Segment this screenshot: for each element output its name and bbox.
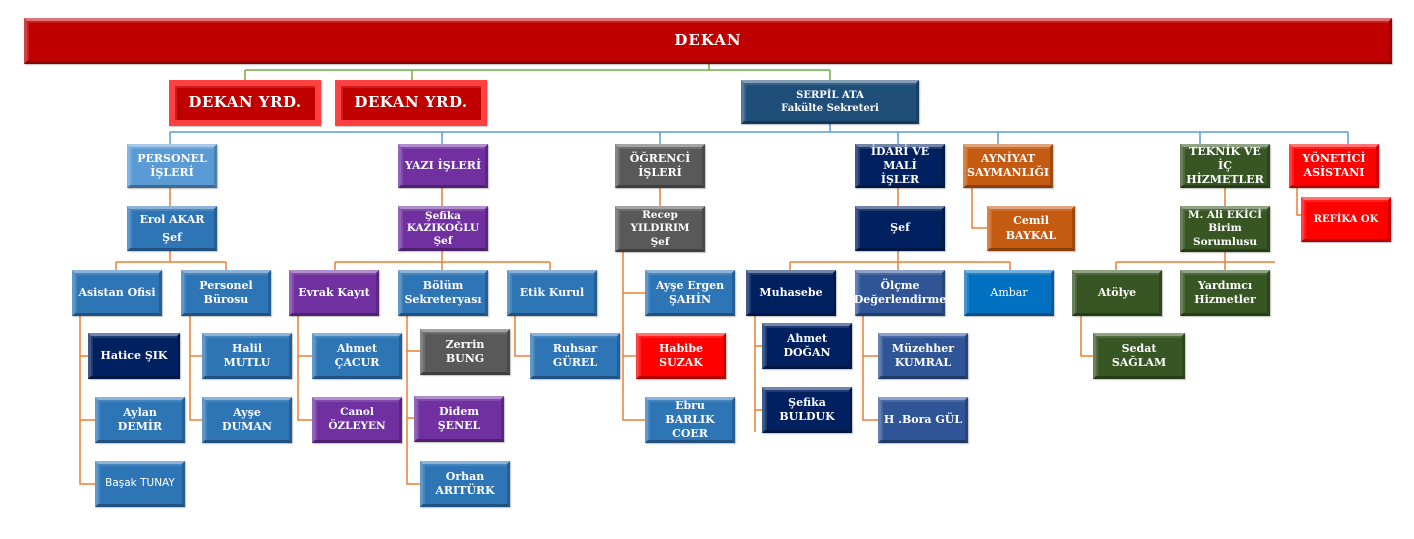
dept-personel[interactable]: PERSONEL İŞLERİ	[127, 144, 217, 188]
secretary-role: Fakülte Sekreteri	[781, 103, 879, 114]
staff-label: Habibe SUZAK	[658, 341, 704, 369]
secretary-connectors	[169, 124, 1349, 144]
staff-olcme-0[interactable]: Müzehher KUMRAL	[878, 333, 968, 379]
dept-label: YÖNETİCİ ASİSTANI	[1302, 151, 1366, 179]
staff-ogrenci-2[interactable]: Ebru BARLIK COER	[645, 397, 735, 443]
dept-label: TEKNİK VE İÇ HİZMETLER	[1186, 144, 1264, 187]
dept-label: İDARİ VE MALİ İŞLER	[870, 144, 930, 187]
dept-yazi[interactable]: YAZI İŞLERİ	[398, 144, 488, 188]
unit-label: Bölüm Sekreteryası	[404, 278, 482, 306]
unit-label: Ölçme Değerlendirme	[853, 278, 947, 306]
deputy-dean-label: DEKAN YRD.	[354, 93, 468, 112]
staff-label: Ebru BARLIK COER	[665, 398, 715, 441]
unit-muhasebe[interactable]: Muhasebe	[746, 270, 836, 316]
dept-label: AYNİYAT SAYMANLIĞI	[967, 151, 1049, 179]
dekan-label: DEKAN	[674, 31, 742, 50]
staff-evrak-0[interactable]: Ahmet ÇACUR	[312, 333, 402, 379]
staff-label: Zerrin BUNG	[445, 337, 485, 365]
staff-etik-0[interactable]: Ruhsar GÜREL	[530, 333, 620, 379]
staff-ayniyat-0[interactable]: Cemil BAYKAL	[987, 206, 1075, 251]
unit-personel-burosu[interactable]: Personel Bürosu	[181, 270, 271, 316]
staff-evrak-1[interactable]: Canol ÖZLEYEN	[312, 397, 402, 443]
chief-label: Recep YILDIRIM Şef	[630, 209, 690, 248]
unit-label: Muhasebe	[759, 285, 823, 299]
staff-yonetici-0[interactable]: REFİKA OK	[1301, 197, 1391, 242]
dept-ogrenci[interactable]: ÖĞRENCİ İŞLERİ	[615, 144, 705, 188]
unit-label: Ambar	[990, 285, 1028, 299]
staff-label: REFİKA OK	[1313, 214, 1379, 225]
staff-label: Ahmet ÇACUR	[334, 341, 380, 369]
staff-label: H .Bora GÜL	[883, 412, 963, 426]
staff-asistan-2[interactable]: Başak TUNAY	[95, 461, 185, 507]
deputy-dean-label: DEKAN YRD.	[188, 93, 302, 112]
staff-label: Hatice ŞIK	[100, 348, 168, 362]
chief-label: M. Ali EKİCİ Birim Sorumlusu	[1187, 209, 1263, 248]
unit-olcme-degerlendirme[interactable]: Ölçme Değerlendirme	[853, 270, 947, 316]
staff-muhasebe-1[interactable]: Şefika BULDUK	[762, 387, 852, 433]
chief-label: Şef	[890, 221, 910, 235]
chief-label: Şefika KAZIKOĞLU Şef	[406, 210, 480, 247]
faculty-secretary-box[interactable]: SERPİL ATA Fakülte Sekreteri	[741, 80, 919, 124]
dept-label: ÖĞRENCİ İŞLERİ	[629, 151, 691, 179]
deputy-dean-box-2[interactable]: DEKAN YRD.	[335, 80, 487, 126]
staff-bolum-0[interactable]: Zerrin BUNG	[420, 329, 510, 375]
staff-atolye-0[interactable]: Sedat SAĞLAM	[1093, 333, 1185, 379]
unit-label: Personel Bürosu	[199, 278, 253, 306]
staff-olcme-1[interactable]: H .Bora GÜL	[878, 397, 968, 443]
dept-yonetici[interactable]: YÖNETİCİ ASİSTANI	[1289, 144, 1379, 188]
unit-evrak-kayit[interactable]: Evrak Kayıt	[289, 270, 379, 316]
staff-asistan-1[interactable]: Aylan DEMİR	[95, 397, 185, 443]
unit-yardimci-hizmetler[interactable]: Yardımcı Hizmetler	[1180, 270, 1270, 316]
unit-bolum-sekreteryasi[interactable]: Bölüm Sekreteryası	[398, 270, 488, 316]
chief-personel[interactable]: Erol AKAR Şef	[127, 206, 217, 251]
dept-idari[interactable]: İDARİ VE MALİ İŞLER	[855, 144, 945, 188]
staff-label: Canol ÖZLEYEN	[328, 406, 386, 432]
chief-label: Erol AKAR Şef	[139, 212, 205, 244]
unit-label: Etik Kurul	[519, 285, 585, 299]
staff-label: Ruhsar GÜREL	[552, 341, 598, 369]
staff-bolum-1[interactable]: Didem ŞENEL	[414, 396, 504, 442]
unit-label: Evrak Kayıt	[298, 285, 370, 299]
chief-teknik[interactable]: M. Ali EKİCİ Birim Sorumlusu	[1180, 206, 1270, 252]
secretary-name: SERPİL ATA	[796, 90, 864, 101]
dept-ayniyat[interactable]: AYNİYAT SAYMANLIĞI	[963, 144, 1053, 188]
staff-personel-burosu-0[interactable]: Halil MUTLU	[202, 333, 292, 379]
staff-label: Ayşe DUMAN	[222, 405, 272, 433]
dept-label: PERSONEL İŞLERİ	[137, 151, 207, 179]
staff-label: Müzehher KUMRAL	[891, 341, 955, 369]
unit-connectors	[79, 187, 1302, 485]
staff-label: Ayşe Ergen ŞAHİN	[655, 278, 725, 306]
staff-asistan-0[interactable]: Hatice ŞIK	[88, 333, 180, 379]
chief-ogrenci[interactable]: Recep YILDIRIM Şef	[615, 206, 705, 252]
staff-label: Cemil BAYKAL	[1005, 214, 1057, 242]
unit-label: Atölye	[1097, 285, 1137, 299]
staff-ogrenci-0[interactable]: Ayşe Ergen ŞAHİN	[645, 270, 735, 316]
staff-label: Ahmet DOĞAN	[783, 331, 831, 359]
unit-label: Asistan Ofisi	[78, 285, 156, 299]
dekan-connectors	[244, 64, 831, 80]
dekan-box[interactable]: DEKAN	[24, 18, 1392, 64]
staff-label: Didem ŞENEL	[437, 404, 481, 432]
unit-etik-kurul[interactable]: Etik Kurul	[507, 270, 597, 316]
staff-label: Orhan ARITÜRK	[435, 469, 495, 497]
staff-muhasebe-0[interactable]: Ahmet DOĞAN	[762, 323, 852, 369]
chief-idari[interactable]: Şef	[855, 206, 945, 251]
staff-label: Halil MUTLU	[223, 341, 271, 369]
staff-label: Aylan DEMİR	[117, 405, 163, 433]
unit-atolye[interactable]: Atölye	[1072, 270, 1162, 316]
staff-ogrenci-1[interactable]: Habibe SUZAK	[636, 333, 726, 379]
dept-label: YAZI İŞLERİ	[404, 158, 482, 172]
staff-bolum-2[interactable]: Orhan ARITÜRK	[420, 461, 510, 507]
staff-label: Şefika BULDUK	[779, 395, 835, 423]
unit-asistan-ofisi[interactable]: Asistan Ofisi	[72, 270, 162, 316]
deputy-dean-box-1[interactable]: DEKAN YRD.	[169, 80, 321, 126]
staff-label: Başak TUNAY	[105, 477, 175, 490]
staff-label: Sedat SAĞLAM	[1111, 341, 1167, 369]
dept-teknik[interactable]: TEKNİK VE İÇ HİZMETLER	[1180, 144, 1270, 188]
chief-yazi[interactable]: Şefika KAZIKOĞLU Şef	[398, 206, 488, 251]
staff-personel-burosu-1[interactable]: Ayşe DUMAN	[202, 397, 292, 443]
unit-label: Yardımcı Hizmetler	[1194, 278, 1256, 306]
unit-ambar[interactable]: Ambar	[964, 270, 1054, 316]
